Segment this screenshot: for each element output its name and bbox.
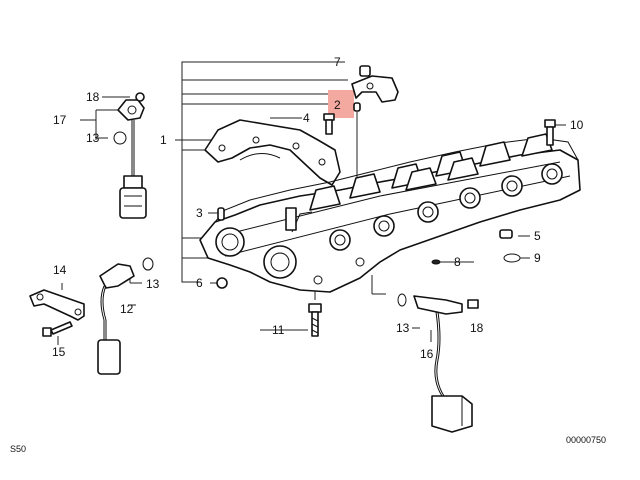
callout-6: 6 xyxy=(196,276,203,290)
part-13-oring-mid[interactable] xyxy=(142,257,154,271)
part-10-bolt[interactable] xyxy=(544,119,556,146)
part-7-sleeve[interactable] xyxy=(359,65,371,77)
cylinder-head[interactable] xyxy=(199,133,581,293)
callout-13-upper-left: 13 xyxy=(86,131,100,145)
callout-10: 10 xyxy=(570,118,584,132)
callout-18-upper-left: 18 xyxy=(86,90,100,104)
callout-13-mid-left: 13 xyxy=(146,277,160,291)
part-9-oring[interactable] xyxy=(503,253,521,263)
part-17-sensor[interactable] xyxy=(117,99,147,219)
callout-12: 12 xyxy=(120,302,134,316)
camshaft-bores xyxy=(215,163,563,279)
part-12-sensor[interactable] xyxy=(97,263,135,375)
cam-towers xyxy=(309,133,553,211)
callout-15: 15 xyxy=(52,345,66,359)
part-15-screw[interactable] xyxy=(42,321,73,337)
callout-labels: 7 2 4 1 10 3 5 9 8 6 11 13 18 16 18 17 1… xyxy=(52,55,584,361)
callout-17: 17 xyxy=(53,113,67,127)
part-13-oring-upper[interactable] xyxy=(113,131,127,145)
part-11-bolt[interactable] xyxy=(308,303,322,337)
callout-2: 2 xyxy=(334,98,341,112)
callout-8: 8 xyxy=(454,255,461,269)
part-18-screw-lower[interactable] xyxy=(467,299,479,309)
part-5-plug[interactable] xyxy=(499,229,513,239)
callout-9: 9 xyxy=(534,251,541,265)
part-bracket-top[interactable] xyxy=(351,75,399,103)
part-18-screw-upper[interactable] xyxy=(135,92,145,102)
callout-11: 11 xyxy=(272,323,285,337)
callout-18-lower-right: 18 xyxy=(470,321,484,335)
callout-16: 16 xyxy=(420,347,434,361)
callout-4: 4 xyxy=(303,111,310,125)
part-2-ring[interactable] xyxy=(353,102,361,112)
callout-7: 7 xyxy=(334,55,341,69)
callout-13-lower-right: 13 xyxy=(396,321,410,335)
part-4-screw[interactable] xyxy=(323,113,335,135)
part-3-pin[interactable] xyxy=(217,207,225,221)
part-14-bracket[interactable] xyxy=(29,289,85,321)
part-8-seal[interactable] xyxy=(431,259,441,265)
callout-14: 14 xyxy=(53,263,67,277)
series-code: S50 xyxy=(10,444,26,454)
part-6-plug[interactable] xyxy=(216,277,228,289)
callout-3: 3 xyxy=(196,206,203,220)
part-1-cover-plate[interactable] xyxy=(204,119,341,186)
part-16-sensor[interactable] xyxy=(397,293,473,433)
callout-1: 1 xyxy=(160,133,167,147)
drawing-number: 00000750 xyxy=(566,435,606,445)
callout-5: 5 xyxy=(534,229,541,243)
